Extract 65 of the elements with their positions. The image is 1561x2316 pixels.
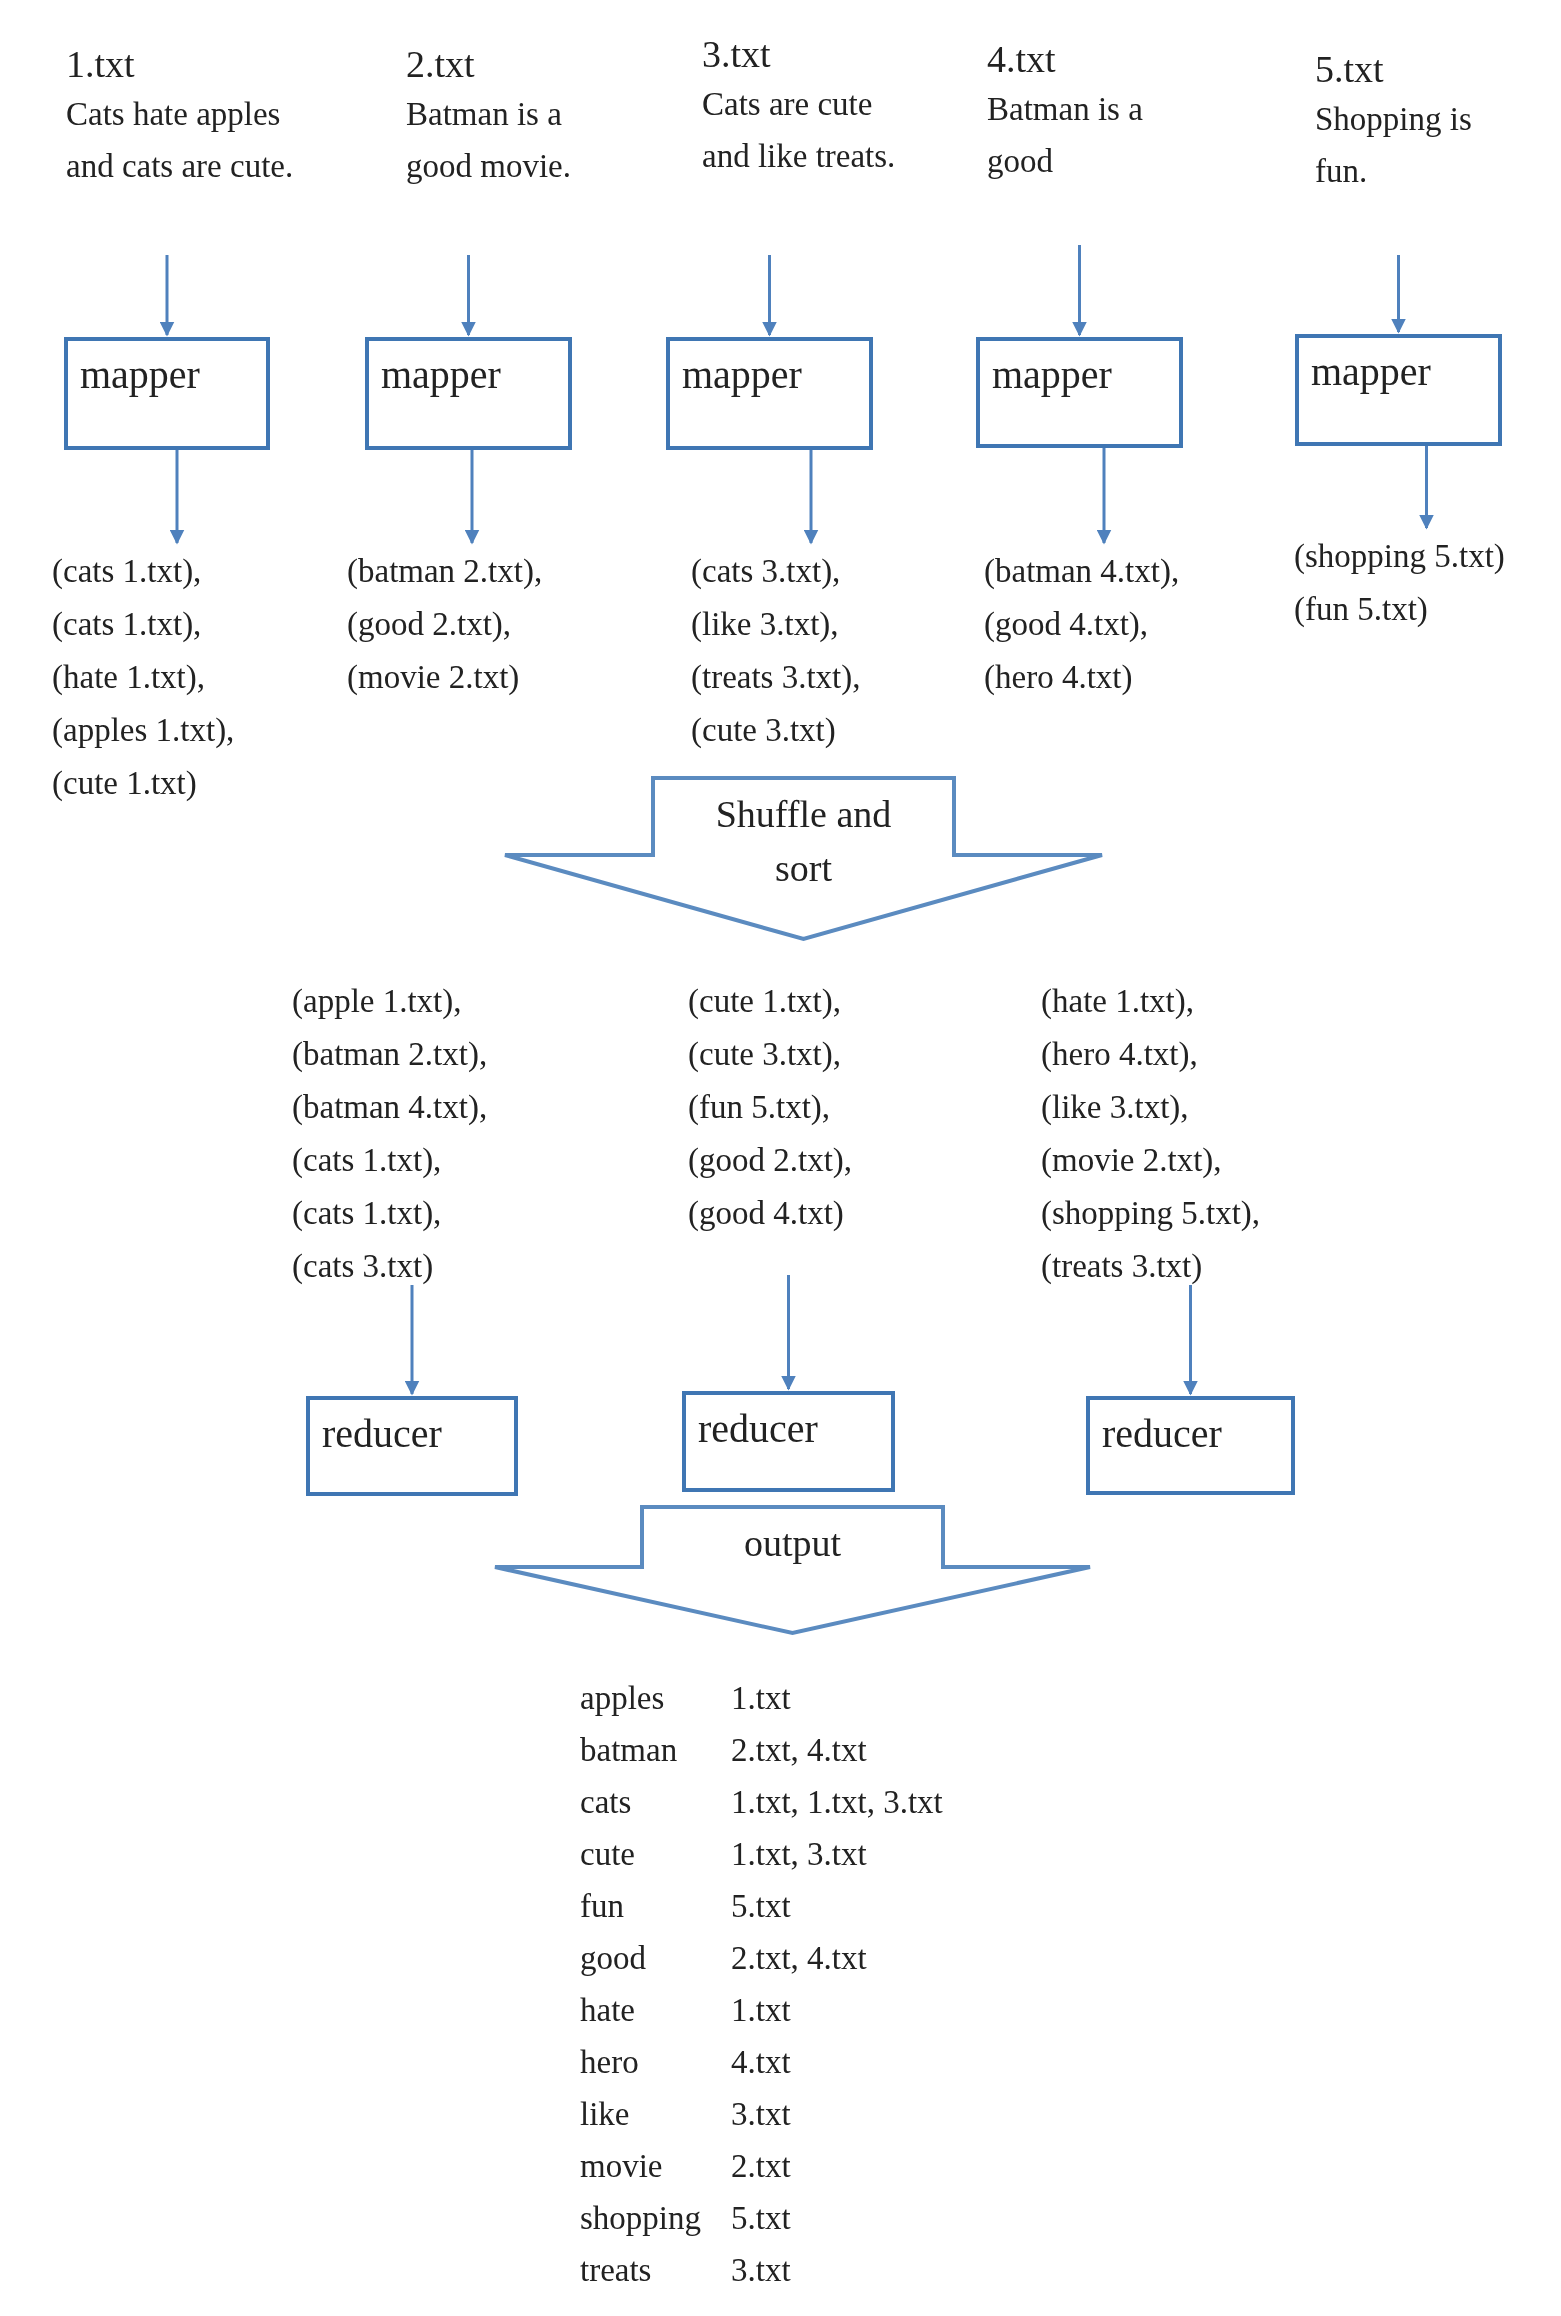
process-box: mapper (365, 337, 572, 450)
document-text: Batman is a good movie. (406, 95, 572, 186)
process-box: reducer (306, 1396, 518, 1496)
word-text: hate (580, 1991, 636, 2030)
arrow (1419, 446, 1434, 530)
arrow (781, 1275, 796, 1391)
file-name: 4.txt (987, 37, 1056, 82)
arrow (169, 450, 185, 545)
file-name: 3.txt (702, 32, 771, 77)
key-value-list: (shopping 5.txt) (fun 5.txt) (1294, 530, 1559, 650)
document-text: Shopping is fun. (1315, 100, 1473, 191)
file-list-text: 1.txt (731, 1679, 791, 1718)
key-value-list: (cats 1.txt), (cats 1.txt), (hate 1.txt), (apples 1.txt), (cute 1.txt) (52, 545, 302, 835)
arrow (464, 450, 480, 545)
arrow (1096, 448, 1112, 545)
word-text: hero (580, 2043, 640, 2082)
key-value-list: (hate 1.txt), (hero 4.txt), (like 3.txt), (movie 2.txt), (shopping 5.txt), (treats 3.txt) (1041, 975, 1321, 1285)
file-list-text: 4.txt (731, 2043, 791, 2082)
file-list-text: 1.txt (731, 1991, 791, 2030)
document-text: Batman is a good (987, 90, 1144, 181)
arrow (159, 255, 175, 337)
file-list-text: 5.txt (731, 1887, 791, 1926)
arrow (1183, 1285, 1198, 1396)
file-list-text: 2.txt, 4.txt (731, 1731, 867, 1770)
arrow (1072, 245, 1087, 337)
key-value-list: (apple 1.txt), (batman 2.txt), (batman 4.txt), (cats 1.txt), (cats 1.txt), (cats 3.txt) (292, 975, 552, 1285)
word-text: apples (580, 1679, 666, 1718)
arrow (803, 450, 819, 545)
file-list-text: 2.txt, 4.txt (731, 1939, 867, 1978)
process-box: reducer (1086, 1396, 1295, 1495)
file-list-text: 5.txt (731, 2199, 791, 2238)
document-text: Cats hate apples and cats are cute. (66, 95, 294, 186)
file-list-text: 2.txt (731, 2147, 791, 2186)
process-box: mapper (64, 337, 270, 450)
key-value-list: (cats 3.txt), (like 3.txt), (treats 3.txt), (cute 3.txt) (691, 545, 931, 775)
word-text: like (580, 2095, 631, 2134)
word-text: cute (580, 1835, 636, 1874)
arrow (461, 255, 476, 337)
file-name: 1.txt (66, 42, 135, 87)
process-box: mapper (666, 337, 873, 450)
arrow (1391, 255, 1406, 334)
document-text: Cats are cute and like treats. (702, 85, 897, 176)
word-text: movie (580, 2147, 664, 2186)
file-list-text: 3.txt (731, 2251, 791, 2290)
word-text: batman (580, 1731, 679, 1770)
arrow-label: output (742, 1521, 843, 1566)
process-box: mapper (976, 337, 1183, 448)
file-list-text: 1.txt, 3.txt (731, 1835, 867, 1874)
file-name: 2.txt (406, 42, 475, 87)
word-text: cats (580, 1783, 633, 1822)
key-value-list: (batman 4.txt), (good 4.txt), (hero 4.txt) (984, 545, 1224, 725)
file-list-text: 3.txt (731, 2095, 791, 2134)
file-name: 5.txt (1315, 47, 1384, 92)
arrow (762, 255, 777, 337)
word-text: treats (580, 2251, 653, 2290)
word-text: shopping (580, 2199, 702, 2238)
file-list-text: 1.txt, 1.txt, 3.txt (731, 1783, 943, 1822)
process-box: reducer (682, 1391, 895, 1492)
key-value-list: (cute 1.txt), (cute 3.txt), (fun 5.txt), (good 2.txt), (good 4.txt) (688, 975, 928, 1275)
key-value-list: (batman 2.txt), (good 2.txt), (movie 2.txt) (347, 545, 597, 725)
arrow (404, 1285, 420, 1396)
word-text: good (580, 1939, 647, 1978)
arrow-label: Shuffle and sort (714, 792, 893, 891)
process-box: mapper (1295, 334, 1502, 446)
word-text: fun (580, 1887, 625, 1926)
